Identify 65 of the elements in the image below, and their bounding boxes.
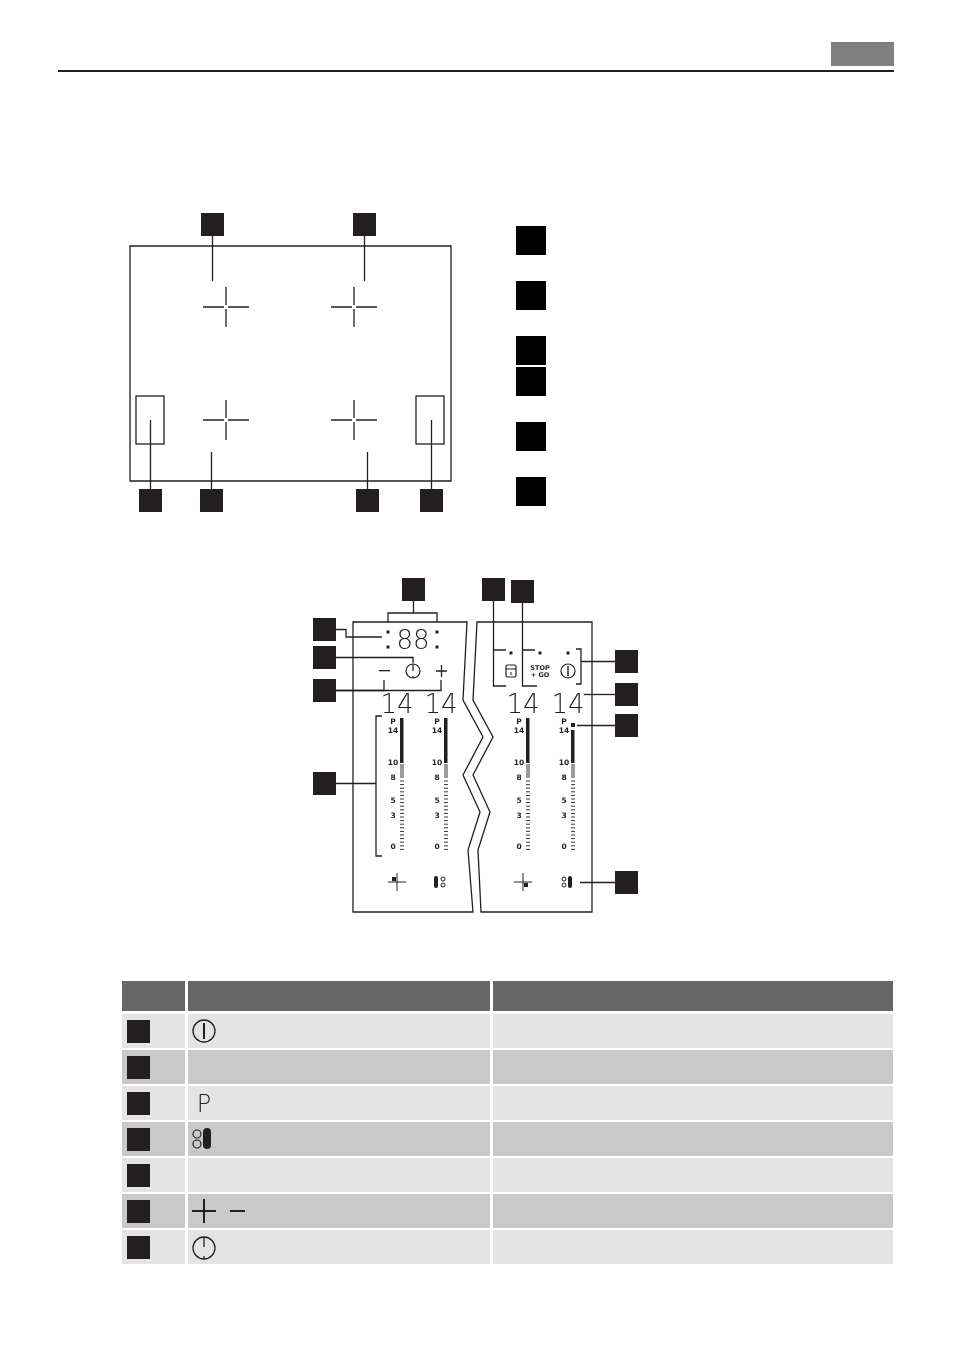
callout-marker [313, 772, 336, 795]
callout-marker [482, 578, 505, 601]
minus-icon [379, 670, 390, 672]
leader-line [575, 648, 616, 685]
leader-line [366, 451, 369, 490]
cooking-zone-mark [202, 286, 250, 328]
callout-marker [615, 683, 638, 706]
callout-marker [200, 489, 223, 512]
callout-marker [516, 281, 546, 310]
callout-marker [313, 646, 336, 669]
leader-line [210, 451, 213, 490]
segment-display: 88 [394, 627, 432, 653]
leader-line [430, 419, 433, 490]
callout-marker [615, 650, 638, 673]
plus-icon [435, 664, 448, 678]
callout-marker [139, 489, 162, 512]
leader-line [363, 235, 366, 282]
leader-line [579, 881, 616, 884]
callout-marker [420, 489, 443, 512]
callout-marker [127, 1020, 150, 1043]
timer-icon [405, 663, 421, 679]
callout-marker [127, 1056, 150, 1079]
cooking-zone-mark [330, 399, 378, 441]
level-display: 14 [506, 691, 540, 717]
symbol-label: P [196, 1092, 212, 1116]
cooking-zone-mark [202, 399, 250, 441]
zone-dots-icon [561, 876, 572, 888]
leader-line [211, 235, 214, 282]
callout-marker [127, 1092, 150, 1115]
callout-marker [127, 1164, 150, 1187]
leader-line [335, 679, 442, 692]
callout-marker [356, 489, 379, 512]
callout-marker [516, 422, 546, 451]
callout-marker [353, 213, 376, 236]
callout-marker [511, 580, 534, 603]
callout-marker [313, 679, 336, 702]
leader-line [492, 600, 507, 687]
callout-marker [127, 1200, 150, 1223]
callout-marker [201, 213, 224, 236]
callout-marker [127, 1128, 150, 1151]
lock-icon [505, 664, 517, 678]
leader-line [387, 600, 438, 623]
control-panel-area [415, 395, 445, 445]
leader-line [149, 419, 152, 490]
leader-line [335, 715, 383, 857]
callout-marker [313, 618, 336, 641]
callout-marker [516, 367, 546, 396]
callout-marker [615, 714, 638, 737]
callout-marker [402, 578, 425, 601]
leader-line [335, 656, 414, 664]
power-icon [560, 663, 576, 679]
level-display: 14 [380, 691, 414, 717]
leader-line [576, 724, 616, 727]
callout-marker [516, 336, 546, 365]
callout-marker [516, 226, 546, 255]
cooking-zone-mark [330, 286, 378, 328]
leader-line [583, 693, 616, 696]
callout-marker [127, 1236, 150, 1259]
control-panel-area [135, 395, 165, 445]
callout-marker [615, 871, 638, 894]
level-display: 14 [424, 691, 458, 717]
leader-line [335, 628, 383, 638]
callout-marker [516, 477, 546, 506]
level-display: 14 [555, 690, 581, 718]
leader-line [521, 602, 538, 687]
